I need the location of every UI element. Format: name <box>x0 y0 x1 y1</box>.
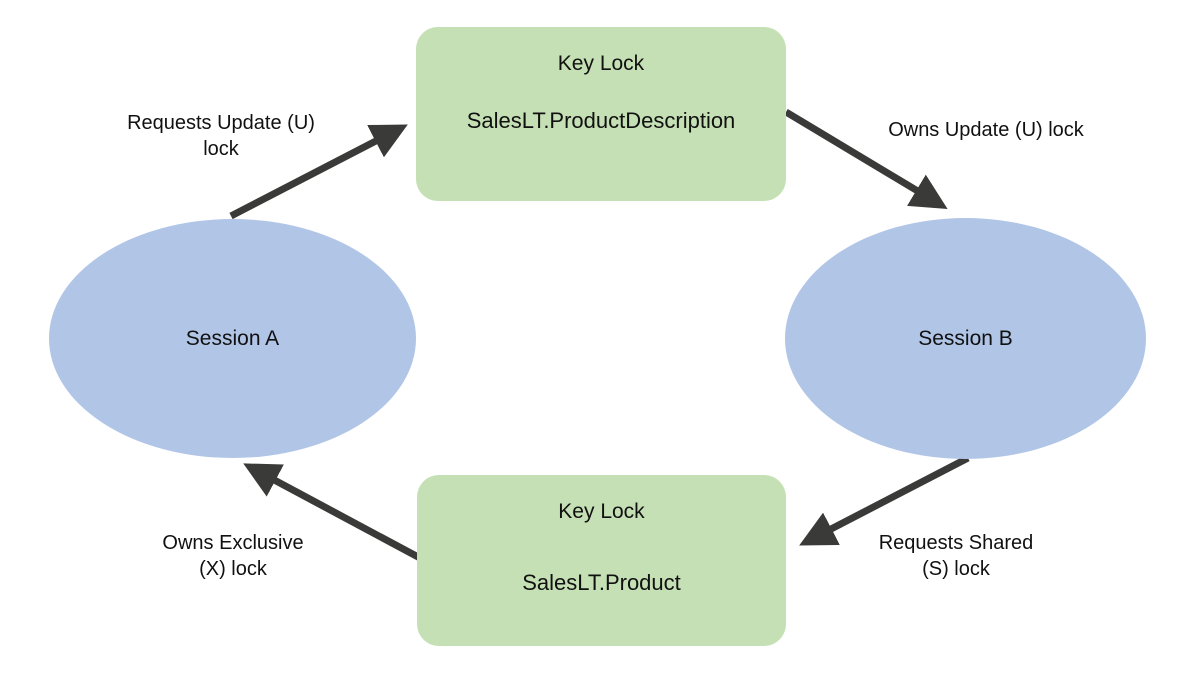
edge-label-owns-update: Owns Update (U) lock <box>888 119 1084 141</box>
node-session-a-label: Session A <box>185 326 280 350</box>
edge-label-requests-update: Requests Update (U) lock <box>127 112 315 160</box>
node-keylock-product-description[interactable]: Key Lock SalesLT.ProductDescription <box>416 27 786 201</box>
node-keylock-product[interactable]: Key Lock SalesLT.Product <box>417 475 786 646</box>
edge-label-owns-exclusive: Owns Exclusive (X) lock <box>162 532 304 580</box>
keylock-bottom-heading: Key Lock <box>558 500 645 523</box>
edge-requests-shared <box>799 454 970 546</box>
node-session-b[interactable]: Session B <box>785 218 1146 459</box>
node-session-b-label: Session B <box>918 326 1013 350</box>
keylock-bottom-subject: SalesLT.Product <box>522 570 681 596</box>
edge-owns-exclusive <box>243 463 422 562</box>
edge-label-requests-shared: Requests Shared (S) lock <box>878 532 1034 580</box>
node-session-a[interactable]: Session A <box>49 219 416 458</box>
edge-requests-update <box>229 124 408 220</box>
keylock-top-subject: SalesLT.ProductDescription <box>466 108 736 134</box>
edge-owns-update <box>784 108 948 209</box>
keylock-top-heading: Key Lock <box>557 52 645 75</box>
